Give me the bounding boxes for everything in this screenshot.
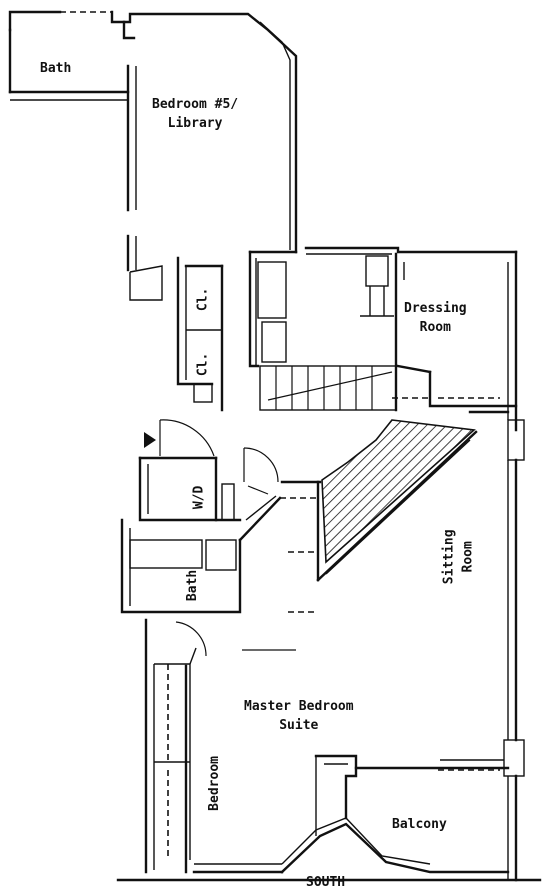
walls-master — [116, 618, 542, 882]
room-label-sitting-line2: Room — [460, 541, 476, 573]
room-label-master-line2: Suite — [279, 717, 319, 733]
room-label-bedroom-side: Bedroom — [206, 756, 222, 811]
walls-dressing — [248, 246, 518, 412]
room-label-dressing: Dressing Room — [404, 300, 467, 338]
room-label-master: Master Bedroom Suite — [244, 698, 354, 736]
room-label-sitting: Sitting Room — [441, 529, 479, 584]
compass-south: SOUTH — [306, 875, 346, 890]
walls-closets — [126, 234, 224, 412]
walls-right — [468, 250, 525, 882]
room-label-closet-2: Cl. — [195, 352, 211, 377]
room-edge-dashes — [288, 397, 500, 771]
room-label-bedroom5-line1: Bedroom #5/ — [152, 97, 239, 112]
room-label-bath-mid: Bath — [185, 569, 201, 602]
stairs — [259, 365, 478, 582]
room-label-bath-top: Bath — [40, 61, 72, 76]
room-label-closet-1: Cl. — [195, 287, 211, 312]
room-label-sitting-line1: Sitting — [441, 529, 457, 585]
walls-top — [8, 10, 298, 254]
room-label-balcony: Balcony — [392, 817, 447, 832]
room-label-dressing-line2: Room — [419, 319, 451, 335]
room-label-bedroom5-line2: Library — [167, 115, 223, 131]
room-label-wd: W/D — [191, 485, 207, 510]
walls-laundry-bath — [120, 456, 322, 614]
room-label-master-line1: Master Bedroom — [244, 699, 354, 714]
door-swings — [144, 419, 296, 657]
room-label-dressing-line1: Dressing — [404, 301, 467, 316]
room-label-bedroom5: Bedroom #5/ Library — [152, 96, 238, 134]
